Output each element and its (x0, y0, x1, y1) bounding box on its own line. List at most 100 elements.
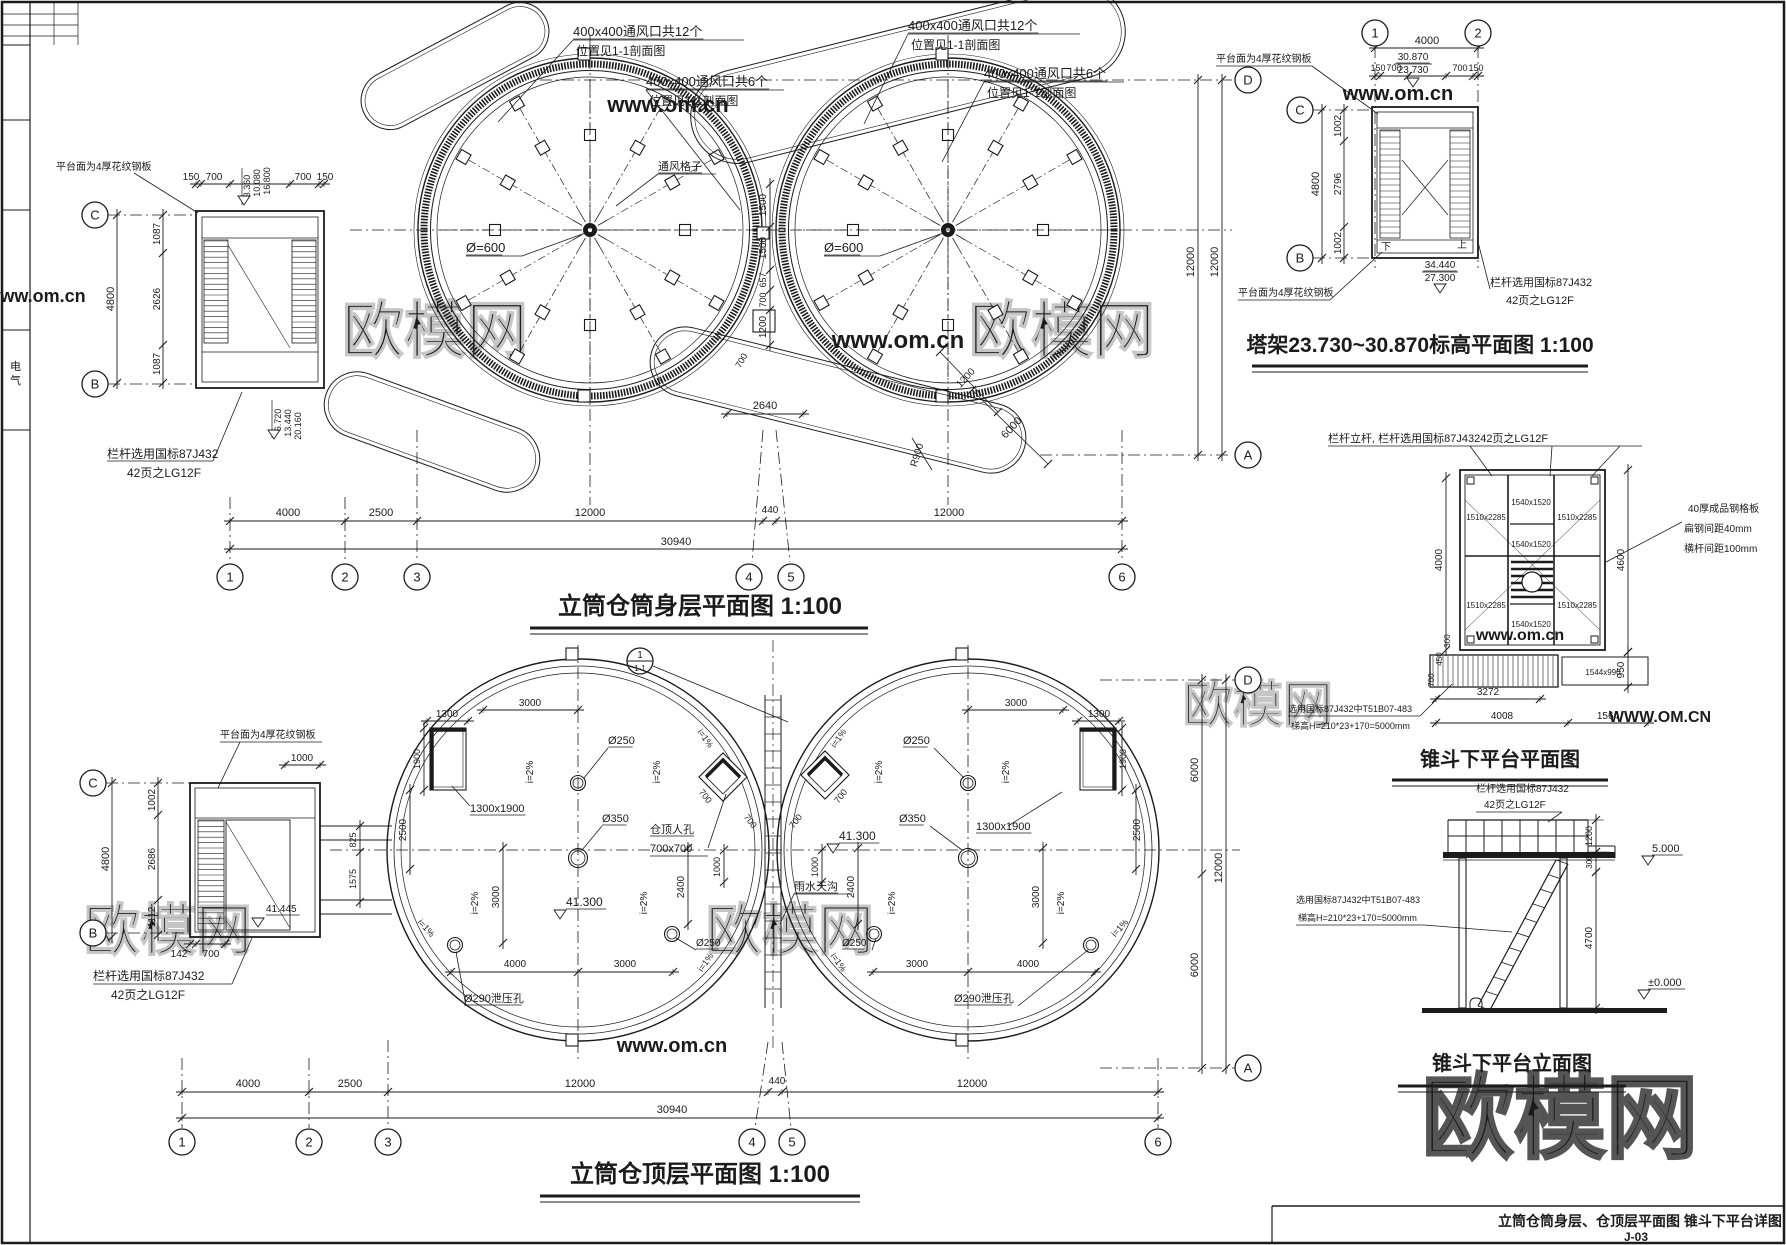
dim-label: 栏杆立杆, 栏杆选用国标87J43242页之LG12F (1328, 431, 1548, 445)
dim-label: 上 (1457, 239, 1467, 251)
elevation-triangle (1641, 855, 1655, 866)
rect (225, 819, 291, 931)
dim-label: 位置见1-1剖面图 (576, 43, 665, 58)
vent-square (565, 1033, 579, 1047)
dim-label: i=1% (696, 727, 716, 749)
vent-square (455, 294, 472, 312)
rect (1458, 857, 1467, 1009)
watermark: www.om.cn (1475, 627, 1564, 644)
grid-bubble-label: 3 (413, 570, 420, 585)
roof-manhole (800, 750, 850, 800)
grid-bubble (1464, 19, 1492, 47)
rect (195, 210, 325, 389)
dim-label: 4000 (236, 1078, 260, 1090)
dim-label: 3000 (491, 885, 502, 908)
dim-label: 4800 (100, 847, 112, 871)
dim-label: i=2% (639, 892, 650, 915)
dim-label: 4000 (1415, 35, 1439, 47)
dim-label: 300 (1443, 634, 1452, 648)
dim-label: 2500 (369, 507, 393, 519)
circle (446, 936, 464, 954)
line (853, 919, 863, 929)
dim-label: 6000 (1189, 758, 1201, 782)
sheet-number: J-03 (1624, 1230, 1648, 1244)
line (1441, 645, 1451, 655)
grid-bubble-label: D (1243, 73, 1252, 88)
vent-square (813, 294, 830, 312)
line (607, 239, 721, 306)
grid-bubble-label: B (1296, 251, 1305, 266)
watermark: www.om.cn (1342, 83, 1453, 105)
grid-bubble (168, 1128, 196, 1156)
elevation-triangle (1637, 989, 1651, 1000)
line (952, 237, 959, 248)
dim-label: 6.720 (273, 409, 283, 432)
line (1516, 932, 1530, 938)
line (817, 877, 827, 887)
rect (203, 239, 229, 344)
line (1038, 843, 1048, 853)
dim-label: 400x400通风口共6个 (646, 74, 768, 89)
grid-bubble-label: 4 (745, 570, 752, 585)
vent-square (577, 47, 591, 61)
dim-label: 30.870 (1398, 52, 1429, 63)
dim-label: 41.445 (266, 904, 297, 915)
elevation-triangle (267, 429, 281, 440)
sheet-title: 立筒仓筒身层、仓顶层平面图 锥斗下平台详图 (1498, 1213, 1782, 1229)
dim-label: 选用国标87J432中T51B07-483 (1296, 894, 1420, 905)
dim-label: 3000 (906, 959, 929, 970)
gallery-outline (323, 371, 541, 493)
elevation-triangle (237, 195, 251, 206)
line (1493, 976, 1506, 982)
roof-manhole (698, 752, 748, 802)
line (514, 247, 581, 361)
line (871, 937, 877, 951)
circle (865, 925, 883, 943)
dim-label: i=2% (1001, 761, 1012, 784)
grid-bubble-label: 5 (787, 570, 794, 585)
vent-square (1012, 95, 1030, 112)
line (231, 937, 253, 985)
dim-label: 选用国标87J432中T51B07-483 (1288, 703, 1412, 714)
dim-label: 3000 (1005, 698, 1028, 709)
vent-square (935, 389, 949, 403)
dim-label: 气 (10, 373, 21, 387)
line (1464, 499, 1601, 631)
grid-bubble-label: C (1295, 103, 1304, 118)
dim-label: 平台面为4厚花纹钢板 (1238, 286, 1334, 299)
section-marker-number: 1 (637, 650, 643, 661)
line (1131, 864, 1141, 874)
grid-bubble (1144, 1128, 1172, 1156)
circle (962, 777, 974, 789)
dim-label: 12000 (565, 1078, 596, 1090)
line (937, 212, 944, 223)
grid-bubble-label: 6 (1118, 570, 1125, 585)
line (459, 154, 573, 221)
dim-label: 平台面为4厚花纹钢板 (220, 728, 316, 741)
dim-label: Ø250 (696, 938, 721, 949)
dim-label: 40厚成品钢格板 (1688, 502, 1759, 515)
rect (291, 239, 317, 344)
line (781, 1041, 792, 1129)
line (765, 222, 775, 232)
dim-label: 27.300 (1425, 273, 1456, 284)
dim-label: 1510x2285 (1557, 601, 1597, 610)
grid-bubble (403, 563, 431, 591)
watermark: 欧模网 (84, 899, 252, 962)
vent-square (813, 148, 830, 166)
dim-label: 150 (1370, 63, 1385, 73)
dim-label: 150 (317, 172, 334, 183)
grid-bubble (1234, 666, 1262, 694)
vent-square (955, 1033, 969, 1047)
line (965, 239, 1079, 306)
line (1197, 675, 1207, 685)
grid-bubble-label: C (88, 776, 97, 791)
vent-square (987, 304, 1004, 321)
section-marker-name: 1-1 (634, 664, 646, 673)
dim-label: 30940 (661, 536, 692, 548)
rect (1079, 727, 1117, 791)
line (939, 351, 999, 413)
dim-label: 450 (1435, 652, 1444, 666)
